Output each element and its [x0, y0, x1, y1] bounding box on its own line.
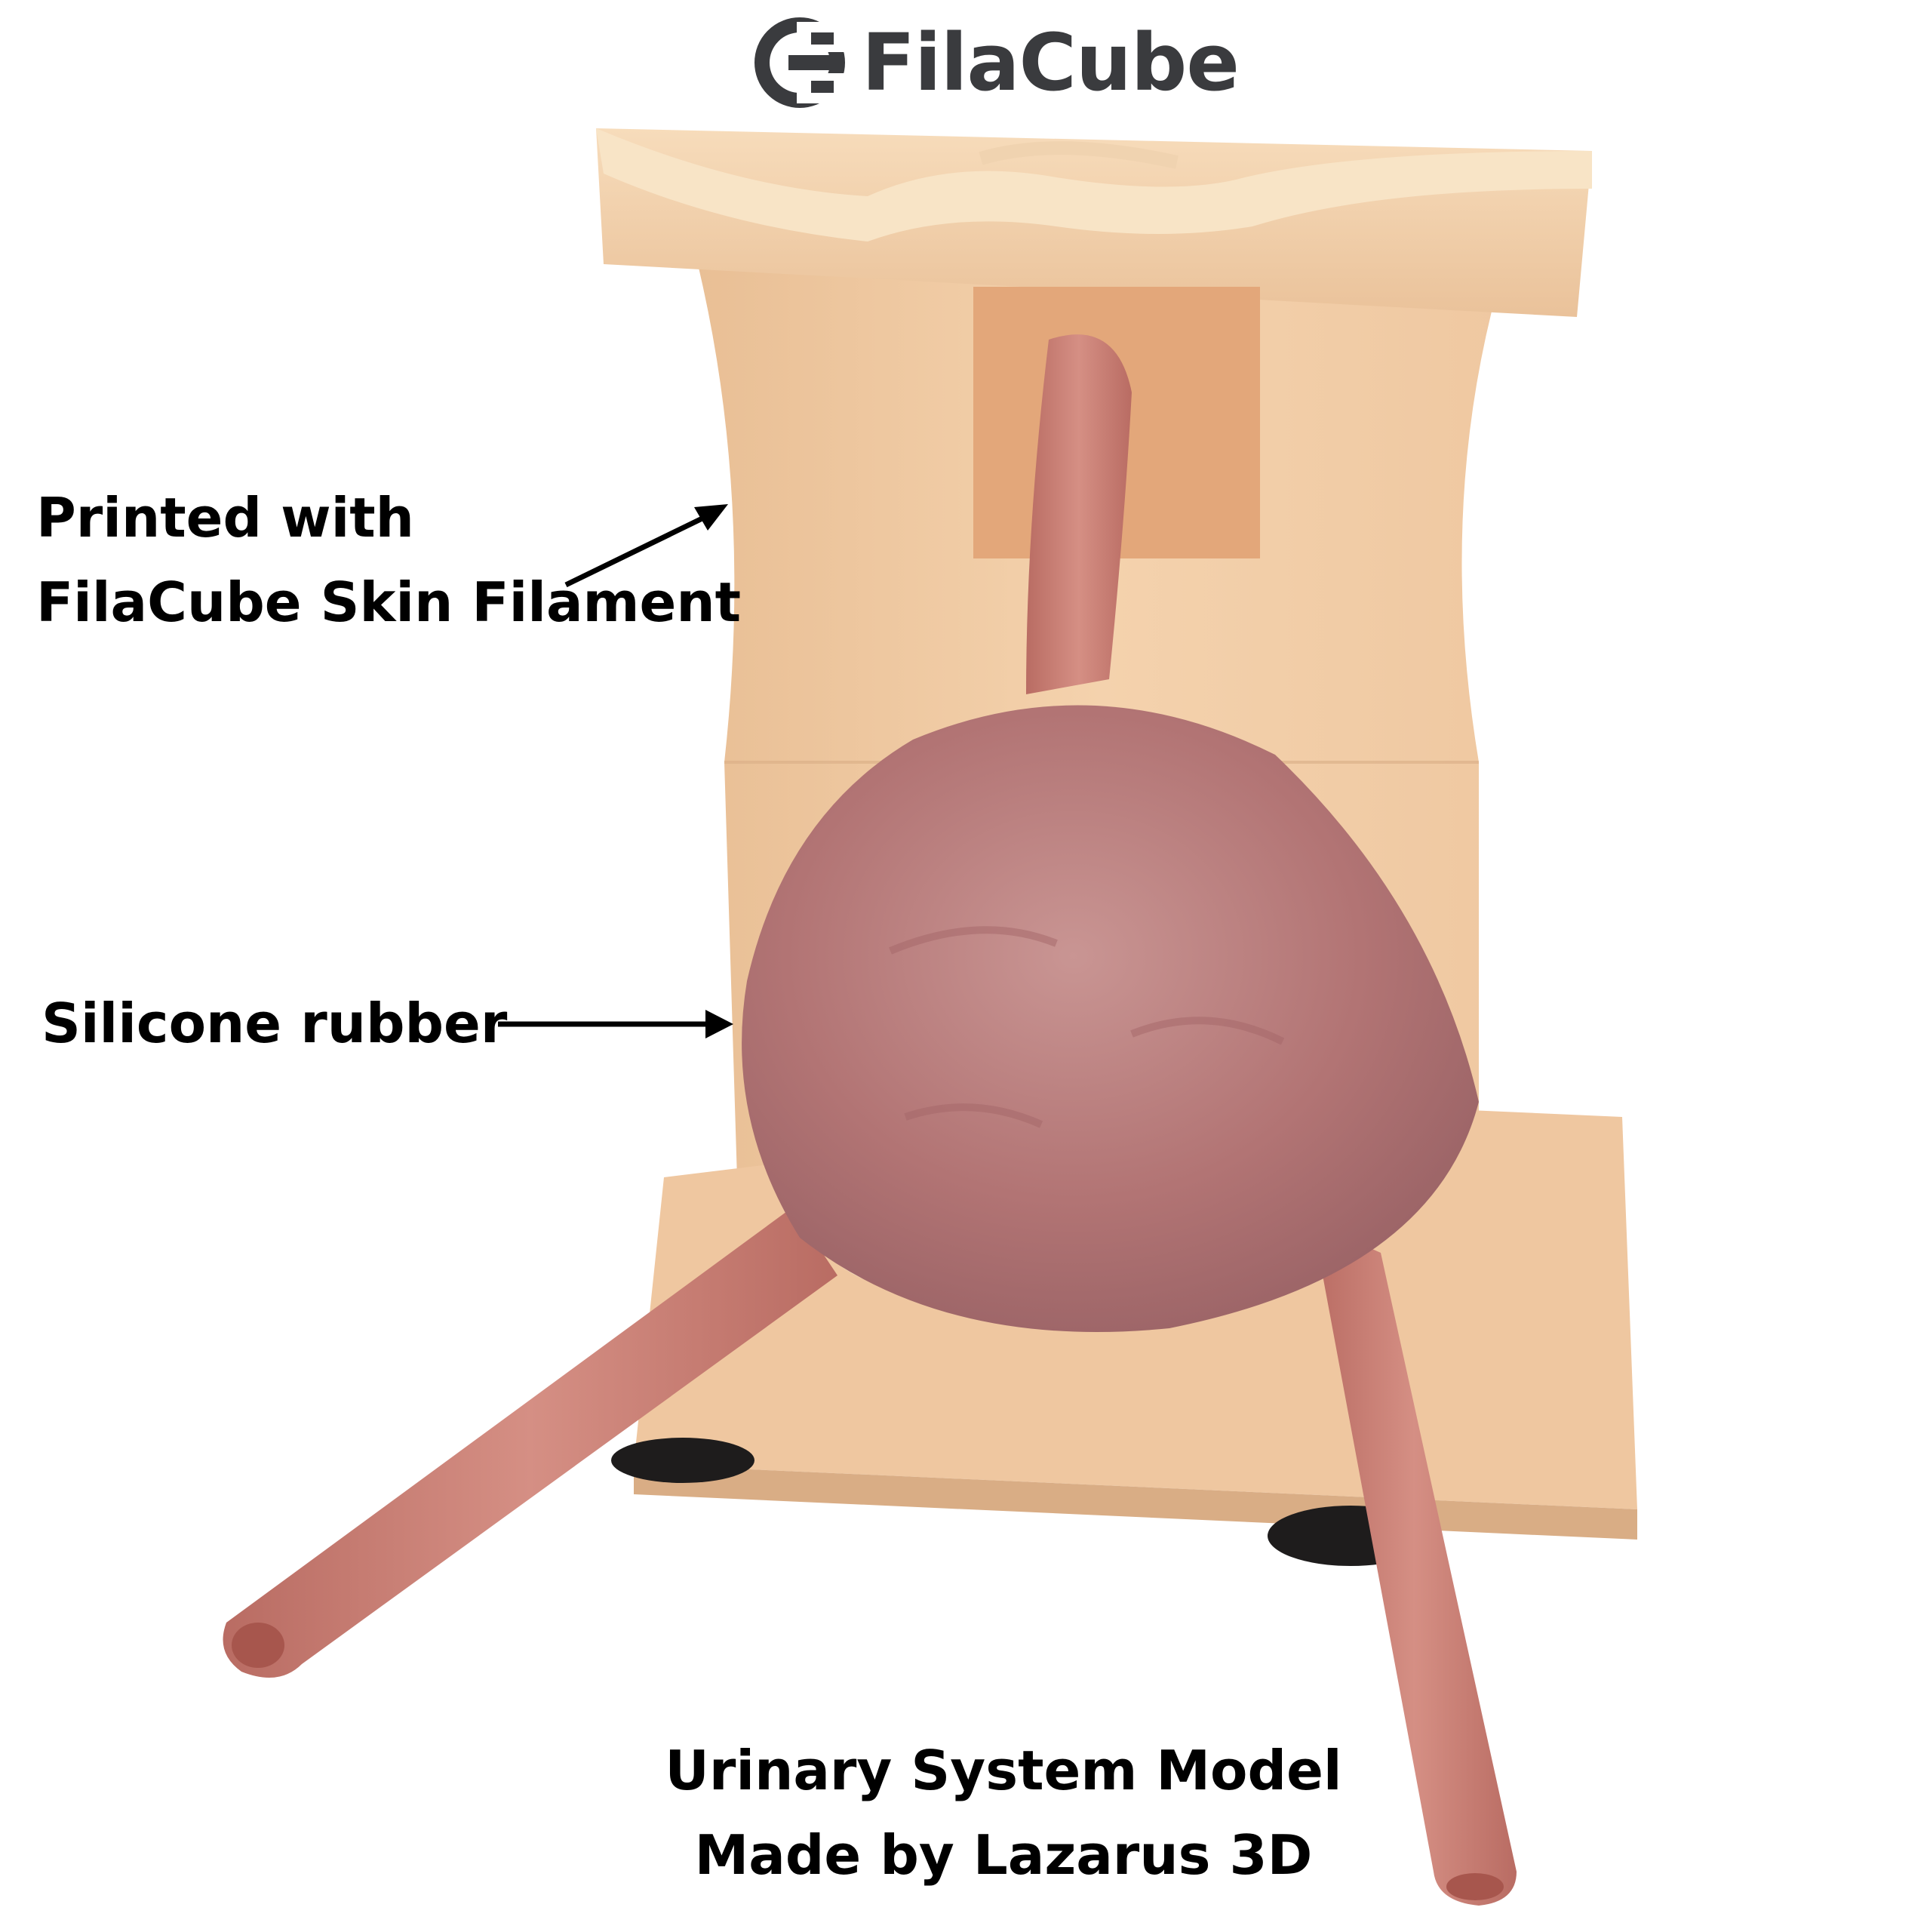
brand-name: FilaCube — [862, 17, 1240, 109]
lower-left-ureter-tube — [223, 1208, 837, 1678]
upper-ureter-tube — [1026, 334, 1132, 694]
annotation-silicone: Silicone rubber — [41, 992, 508, 1055]
annotation-line: FilaCube Skin Filament — [36, 571, 742, 634]
annotation-printed-with: Printed with FilaCube Skin Filament — [36, 491, 741, 629]
annotation-line: Printed with — [36, 486, 414, 549]
filacube-logo-icon — [754, 17, 845, 108]
tube-opening-left — [232, 1623, 284, 1668]
filacube-logo: FilaCube — [754, 14, 1240, 112]
tube-opening-right — [1446, 1873, 1504, 1900]
arrow-skin-filament — [564, 504, 728, 588]
lower-right-ureter-tube — [1313, 1223, 1517, 1906]
arrow-silicone — [498, 1010, 733, 1038]
caption-line: Urinary System Model — [665, 1739, 1342, 1802]
caption: Urinary System Model Made by Lazarus 3D — [626, 1743, 1381, 1882]
stand-top-plate — [596, 128, 1592, 317]
suction-foot-left — [611, 1438, 754, 1483]
caption-line: Made by Lazarus 3D — [694, 1823, 1313, 1887]
silicone-bladder — [742, 705, 1479, 1332]
